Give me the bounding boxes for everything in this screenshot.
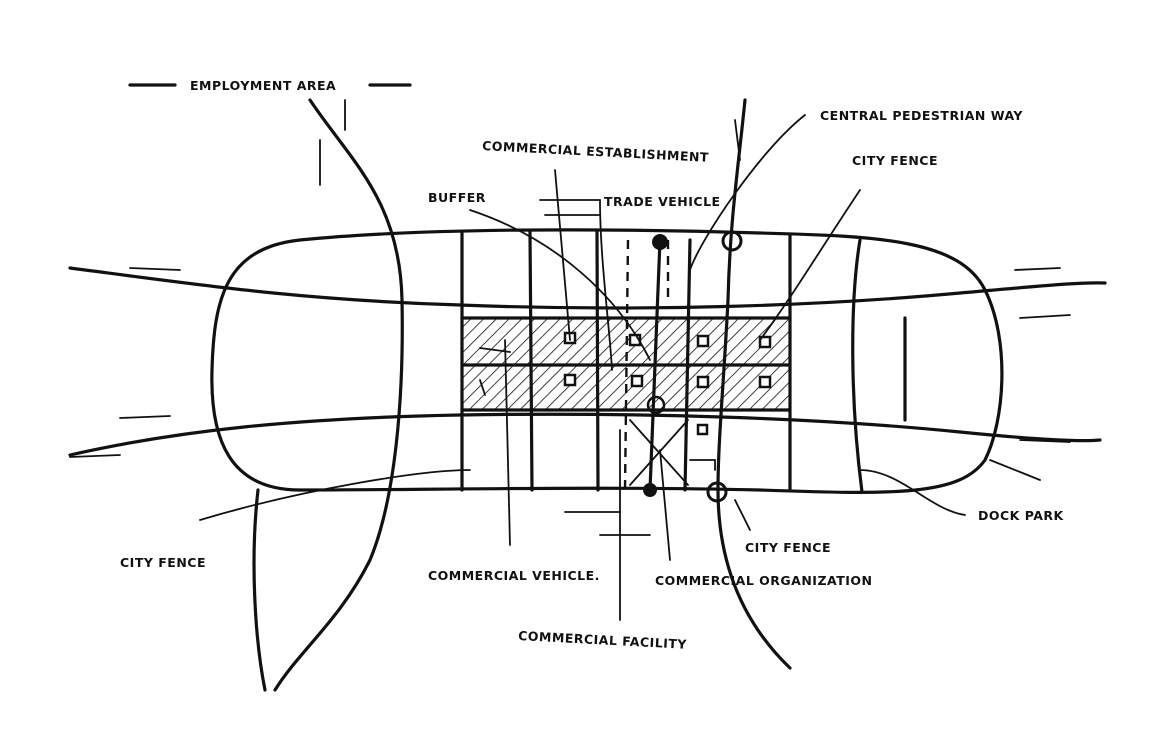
label-central-pedestrian-way: CENTRAL PEDESTRIAN WAY xyxy=(820,108,1023,123)
leader-lines xyxy=(199,114,966,621)
road-east-west-north xyxy=(68,266,1107,310)
road-central-right xyxy=(683,238,692,492)
flow-arrows xyxy=(69,99,1071,536)
road-west-curve xyxy=(273,98,404,692)
grid-lines xyxy=(460,230,907,494)
label-commercial-vehicle: COMMERCIAL VEHICLE. xyxy=(428,568,600,583)
road-south-left xyxy=(252,488,267,692)
road-central-left xyxy=(648,238,662,492)
node-marker xyxy=(706,481,728,503)
node-marker xyxy=(721,230,743,252)
label-city-fence-top: CITY FENCE xyxy=(852,153,938,168)
crossing-lines xyxy=(629,419,716,486)
hatched-zone-outline xyxy=(460,316,792,412)
node-marker xyxy=(646,395,666,415)
node-marker xyxy=(652,234,668,250)
label-dock-park: DOCK PARK xyxy=(978,508,1065,523)
node-marker xyxy=(643,483,657,497)
label-buffer: BUFFER xyxy=(428,190,486,205)
label-commercial-organization: COMMERCIAL ORGANIZATION xyxy=(655,573,873,588)
label-city-fence-bottom: CITY FENCE xyxy=(745,540,831,555)
facility-markers xyxy=(563,331,772,436)
road-east-west-south xyxy=(68,412,1102,457)
central-pedestrian-way xyxy=(623,239,670,491)
label-commercial-establishment: COMMERCIAL ESTABLISHMENT xyxy=(482,138,709,165)
label-city-fence-left: CITY FENCE xyxy=(120,555,206,570)
label-employment-area: EMPLOYMENT AREA xyxy=(190,78,336,93)
label-commercial-facility: COMMERCIAL FACILITY xyxy=(518,628,688,652)
label-trade-vehicle: TRADE VEHICLE xyxy=(604,194,721,209)
city-fence-ring xyxy=(210,228,1004,494)
